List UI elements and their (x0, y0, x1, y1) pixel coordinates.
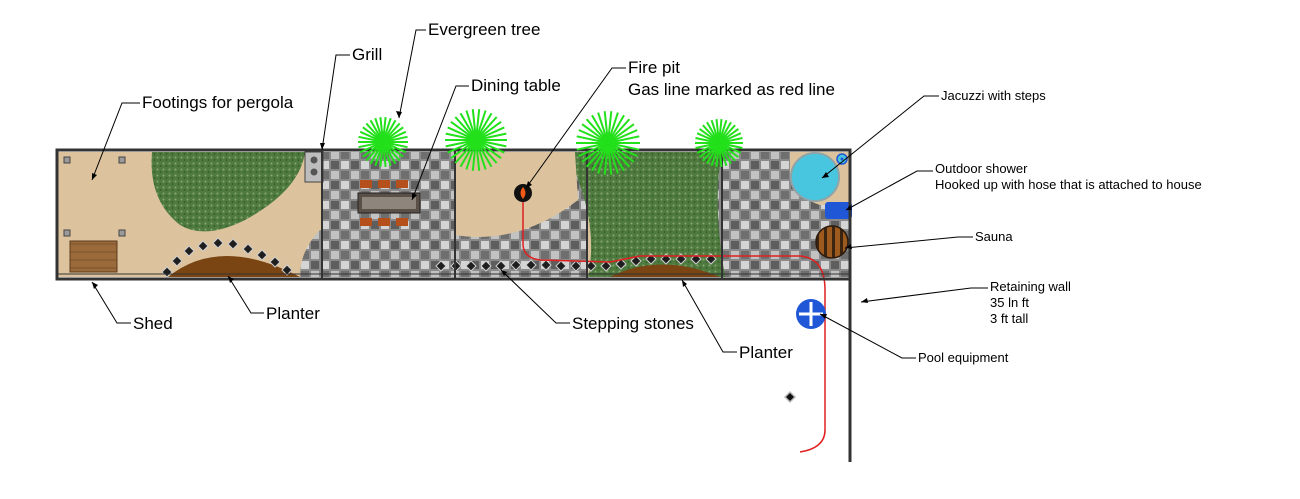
gas-line (522, 195, 826, 453)
label-planter-right: Planter (739, 343, 793, 362)
paver-area-walkway (300, 152, 455, 277)
evergreen-tree (695, 118, 743, 168)
label-retaining-wall: Retaining wall (990, 279, 1071, 294)
evergreen-tree (358, 116, 408, 168)
pergola-footings (63, 156, 126, 237)
label-outdoor-shower: Outdoor shower (935, 161, 1028, 176)
label-planter-left: Planter (266, 304, 320, 323)
label-stepping-stones: Stepping stones (572, 314, 694, 333)
evergreen-tree (576, 111, 640, 175)
section-dividers (321, 150, 723, 278)
marker-stone (783, 390, 797, 404)
lawn-area-left (151, 152, 305, 232)
label-grill: Grill (352, 45, 383, 64)
paver-area-center (455, 152, 587, 277)
label-retaining-wall-height: 3 ft tall (990, 311, 1029, 326)
label-jacuzzi-with-steps: Jacuzzi with steps (941, 88, 1046, 103)
fire-pit (514, 184, 532, 202)
label-fire-pit: Fire pit (628, 58, 680, 77)
evergreen-tree (445, 109, 507, 171)
label-gas-line-note: Gas line marked as red line (628, 80, 835, 99)
sauna (815, 225, 849, 259)
callout-lines (91, 29, 988, 359)
grill (304, 151, 324, 183)
label-pool-equipment: Pool equipment (918, 350, 1009, 365)
dining-table (357, 180, 421, 226)
pool-equipment (796, 299, 826, 329)
lawn-area-right (566, 152, 725, 277)
shed (69, 240, 118, 273)
label-outdoor-shower-note: Hooked up with hose that is attached to … (935, 177, 1202, 192)
jacuzzi (790, 152, 848, 202)
label-footings-for-pergola: Footings for pergola (142, 93, 294, 112)
callout-arrowheads (92, 111, 868, 319)
label-evergreen-tree: Evergreen tree (428, 20, 541, 39)
label-retaining-wall-length: 35 ln ft (990, 295, 1030, 310)
planter-left (168, 256, 300, 277)
label-dining-table: Dining table (471, 76, 561, 95)
label-sauna: Sauna (975, 229, 1013, 244)
stepping-stones (161, 237, 717, 278)
label-shed: Shed (133, 314, 173, 333)
outdoor-shower (825, 202, 852, 219)
